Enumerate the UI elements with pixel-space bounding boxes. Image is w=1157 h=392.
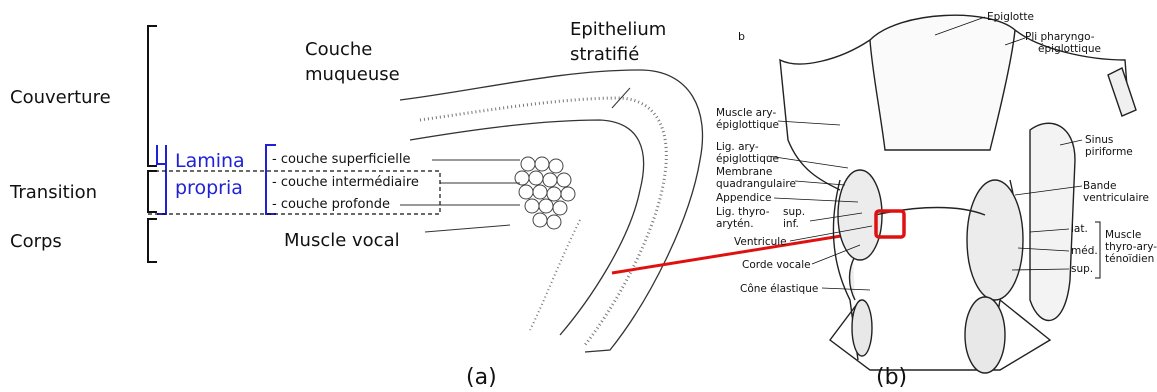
lat-label: lat. <box>1071 223 1088 235</box>
sup-label-left: sup. <box>783 206 805 218</box>
lig-ary-label-1: Lig. ary- <box>716 141 759 153</box>
couverture-bracket <box>148 26 157 166</box>
lamina-left-bracket <box>157 145 166 214</box>
panel-b-letter: b <box>738 30 745 43</box>
pli-label-2: épiglottique <box>1038 43 1101 55</box>
muscle-thyro-label-1: Muscle <box>1105 229 1141 241</box>
sinus-piriforme-shape <box>1030 123 1075 320</box>
transition-label: Transition <box>9 182 97 203</box>
panel-a: Couverture Transition Corps Lamina propr… <box>9 19 703 390</box>
membrane-label-1: Membrane <box>716 166 772 178</box>
leader-muscle-ary <box>778 121 840 125</box>
muscle-ary-label-1: Muscle ary- <box>716 107 776 119</box>
leader-membrane <box>795 181 845 185</box>
bande-label-2: ventriculaire <box>1083 192 1149 204</box>
couche-superficielle-label: - couche superficielle <box>272 152 410 167</box>
transition-bracket <box>148 171 157 212</box>
epiglottis-shape <box>870 15 1015 150</box>
sup-label-right: sup. <box>1071 263 1093 275</box>
propria-label: propria <box>175 177 243 199</box>
cartilage-stub <box>1108 68 1136 116</box>
epithelium-label: Epithelium <box>570 19 666 40</box>
lig-thyro-label-2: arytén. <box>716 218 754 230</box>
couche-profonde-label: - couche profonde <box>272 197 390 212</box>
corps-bracket <box>148 219 157 262</box>
leader-lig-ary <box>768 156 848 168</box>
sinus-label-1: Sinus <box>1085 134 1113 146</box>
lig-thyro-label-1: Lig. thyro- <box>716 206 770 218</box>
lig-ary-label-2: épiglottique <box>716 153 779 165</box>
mucosa-band <box>420 98 666 345</box>
med-label: méd. <box>1071 245 1098 257</box>
muscle-thyro-label-2: thyro-ary- <box>1105 241 1157 253</box>
epiglotte-label: Epiglotte <box>987 11 1034 23</box>
lower-edge <box>530 220 580 330</box>
caption-a: (a) <box>466 365 497 390</box>
membrane-label-2: quadrangulaire <box>716 178 796 190</box>
muqueuse-label: muqueuse <box>305 64 400 85</box>
ventricule-label: Ventricule <box>734 236 787 248</box>
leader-muscle-vocal <box>425 225 510 232</box>
corps-label: Corps <box>10 231 62 252</box>
pli-label-1: Pli pharyngo- <box>1025 31 1095 43</box>
couche-intermediaire-label: - couche intermédiaire <box>272 175 419 190</box>
sinus-label-2: piriforme <box>1085 146 1133 158</box>
cone-elastique-label: Cône élastique <box>740 283 818 295</box>
muscle-ary-label-2: épiglottique <box>716 119 779 131</box>
panel-b: b Epiglotte Pli pharyngo- épiglottique M… <box>716 11 1157 390</box>
right-muscle-mass <box>967 180 1023 300</box>
couche-label: Couche <box>305 39 372 60</box>
couverture-label: Couverture <box>10 87 111 108</box>
left-aryepiglottic-fold <box>780 40 870 190</box>
lamina-label: Lamina <box>175 150 245 172</box>
epithelium-inner-curve <box>410 120 644 335</box>
bande-label-1: Bande <box>1083 180 1116 192</box>
muscle-bundle <box>515 157 575 229</box>
corde-vocale-label: Corde vocale <box>742 259 811 271</box>
muscle-vocal-label: Muscle vocal <box>284 230 400 251</box>
left-lower-nodule <box>852 300 872 356</box>
inf-label-left: inf. <box>783 218 799 230</box>
appendice-label: Appendice <box>716 192 771 204</box>
caption-b: (b) <box>876 365 907 390</box>
muscle-thyro-label-3: ténoïdien <box>1105 253 1154 265</box>
right-lower-nodule <box>965 297 1005 373</box>
stratifie-label: stratifié <box>570 44 639 65</box>
vocal-fold-drawing <box>400 70 703 352</box>
